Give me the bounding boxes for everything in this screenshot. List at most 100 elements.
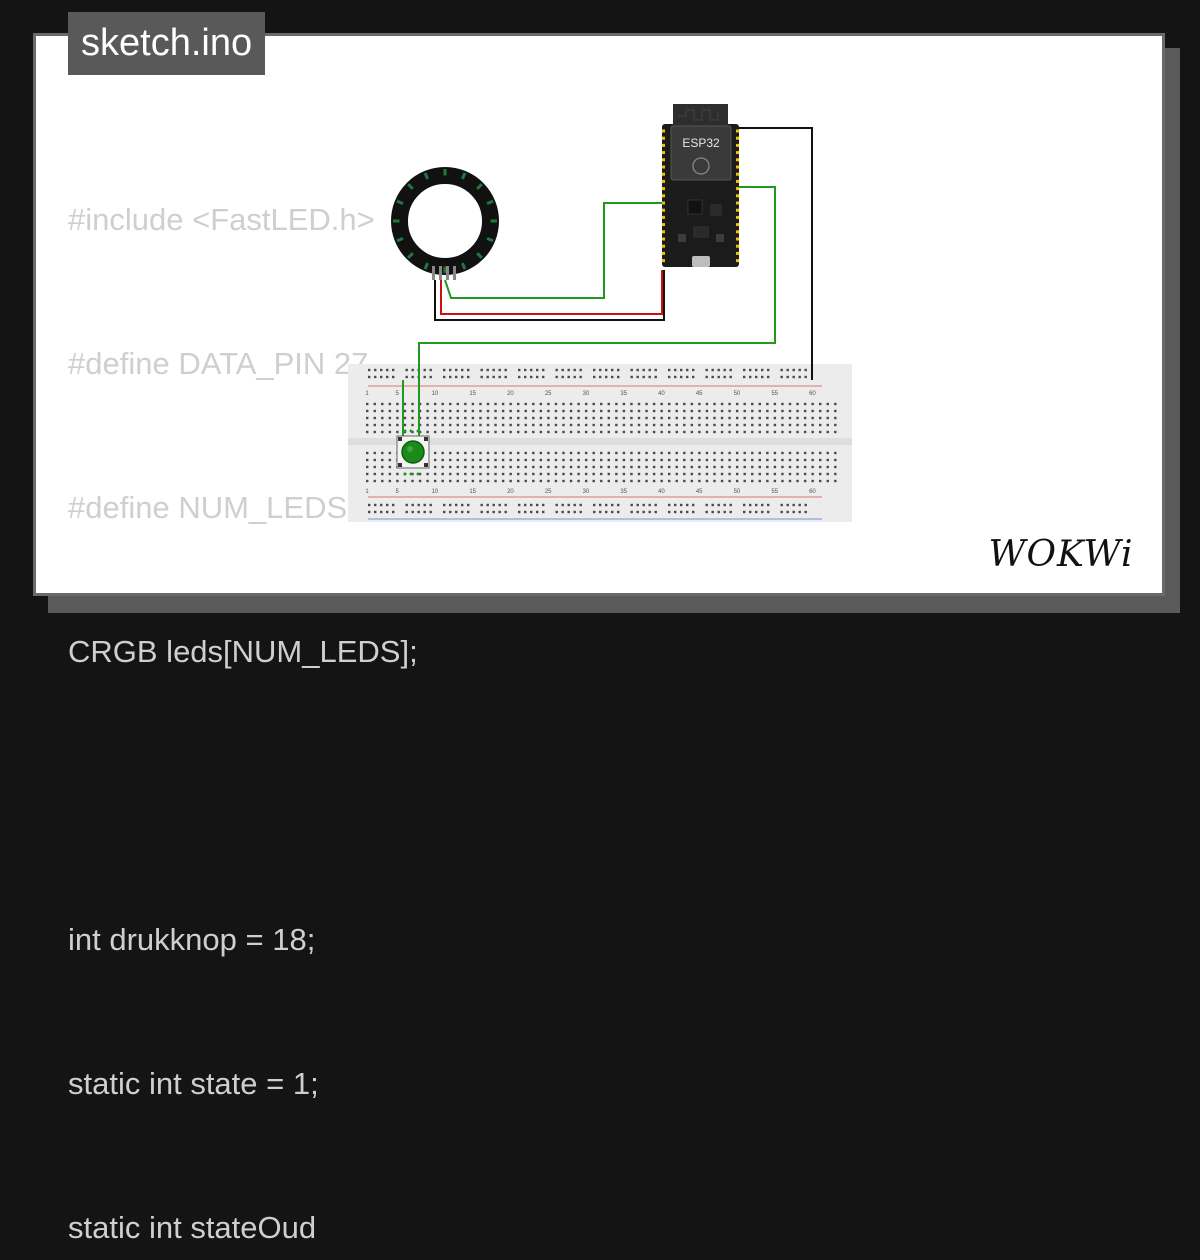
breadboard-hole (584, 423, 588, 427)
breadboard-hole (668, 375, 671, 379)
breadboard-hole (705, 423, 709, 427)
breadboard-hole (834, 430, 837, 434)
breadboard-hole (366, 465, 369, 469)
breadboard-hole (366, 409, 369, 413)
file-tab[interactable]: sketch.ino (68, 12, 266, 75)
breadboard-hole (380, 510, 383, 514)
breadboard-hole (788, 472, 792, 476)
breadboard-hole (705, 368, 708, 372)
button-leg (416, 472, 420, 476)
breadboard-hole (386, 503, 389, 507)
pin-header (662, 237, 665, 241)
breadboard-hole (554, 472, 558, 476)
breadboard-hole (826, 416, 829, 420)
breadboard-hole (554, 458, 558, 462)
code-line: #define DATA_PIN 27 (68, 346, 369, 381)
breadboard-hole (735, 472, 739, 476)
code-line: #include <FastLED.h> (68, 202, 375, 237)
ring-led (407, 183, 414, 190)
breadboard-hole (788, 416, 792, 420)
breadboard-hole (630, 472, 633, 476)
breadboard-hole (686, 368, 689, 372)
breadboard-hole (645, 451, 648, 455)
breadboard-hole (456, 451, 459, 455)
breadboard-hole (755, 368, 758, 372)
breadboard-hole (804, 510, 807, 514)
breadboard-hole (803, 472, 807, 476)
breadboard-hole (803, 402, 807, 406)
breadboard-hole (792, 510, 795, 514)
breadboard-hole (518, 375, 521, 379)
breadboard-hole (834, 465, 837, 469)
breadboard-hole (433, 479, 437, 483)
breadboard-hole (386, 510, 389, 514)
breadboard-hole (758, 423, 761, 427)
breadboard-hole (630, 479, 633, 483)
breadboard-hole (713, 402, 716, 406)
breadboard-hole (675, 472, 678, 476)
breadboard-hole (811, 479, 814, 483)
breadboard-hole (617, 503, 620, 507)
breadboard-hole (599, 503, 602, 507)
breadboard-hole (593, 510, 596, 514)
breadboard-hole (539, 416, 543, 420)
breadboard-hole (788, 465, 792, 469)
breadboard-hole (781, 472, 784, 476)
breadboard-hole (464, 458, 467, 462)
breadboard-hole (530, 368, 533, 372)
breadboard-hole (449, 510, 452, 514)
wokwi-logo-text: WOKWi (988, 534, 1133, 575)
breadboard-hole (494, 451, 497, 455)
breadboard-hole (577, 458, 580, 462)
breadboard-hole (524, 503, 527, 507)
breadboard-hole (803, 430, 807, 434)
breadboard-hole (615, 409, 618, 413)
breadboard-hole (471, 423, 475, 427)
breadboard-hole (660, 458, 663, 462)
breadboard-hole (433, 423, 437, 427)
breadboard-hole (433, 458, 437, 462)
breadboard-hole (607, 479, 610, 483)
breadboard-hole (758, 465, 761, 469)
breadboard-hole (479, 409, 482, 413)
breadboard-hole (479, 423, 482, 427)
pin-header (736, 208, 739, 212)
breadboard-hole (518, 510, 521, 514)
breadboard-hole (573, 375, 576, 379)
breadboard-hole (449, 368, 452, 372)
button-leg (403, 472, 407, 476)
breadboard-hole (758, 458, 761, 462)
breadboard-hole (773, 423, 777, 427)
breadboard-hole (758, 472, 761, 476)
breadboard-hole (683, 409, 686, 413)
breadboard-hole (569, 479, 573, 483)
breadboard-hole (611, 510, 614, 514)
breadboard-hole (388, 416, 392, 420)
breadboard-hole (532, 416, 535, 420)
breadboard-hole (645, 479, 648, 483)
breadboard-hole (374, 510, 377, 514)
breadboard-column-number: 60 (809, 391, 816, 397)
breadboard-hole (600, 458, 603, 462)
breadboard-hole (600, 451, 603, 455)
breadboard-hole (392, 503, 395, 507)
breadboard-hole (509, 465, 512, 469)
breadboard-hole (803, 465, 807, 469)
breadboard-hole (486, 402, 490, 406)
breadboard-hole (773, 472, 777, 476)
breadboard-hole (713, 409, 716, 413)
breadboard-hole (418, 423, 422, 427)
breadboard-hole (555, 368, 558, 372)
breadboard-hole (607, 402, 610, 406)
breadboard-hole (547, 423, 550, 427)
pin-header (736, 151, 739, 155)
circuit-diagram: 1155101015152020252530303535404045455050… (348, 104, 852, 522)
breadboard-hole (690, 402, 694, 406)
breadboard-hole (532, 409, 535, 413)
breadboard-hole (524, 510, 527, 514)
breadboard-hole (811, 451, 814, 455)
ring-leds (393, 169, 497, 273)
breadboard-hole (518, 368, 521, 372)
breadboard-hole (532, 423, 535, 427)
breadboard-hole (652, 465, 656, 469)
